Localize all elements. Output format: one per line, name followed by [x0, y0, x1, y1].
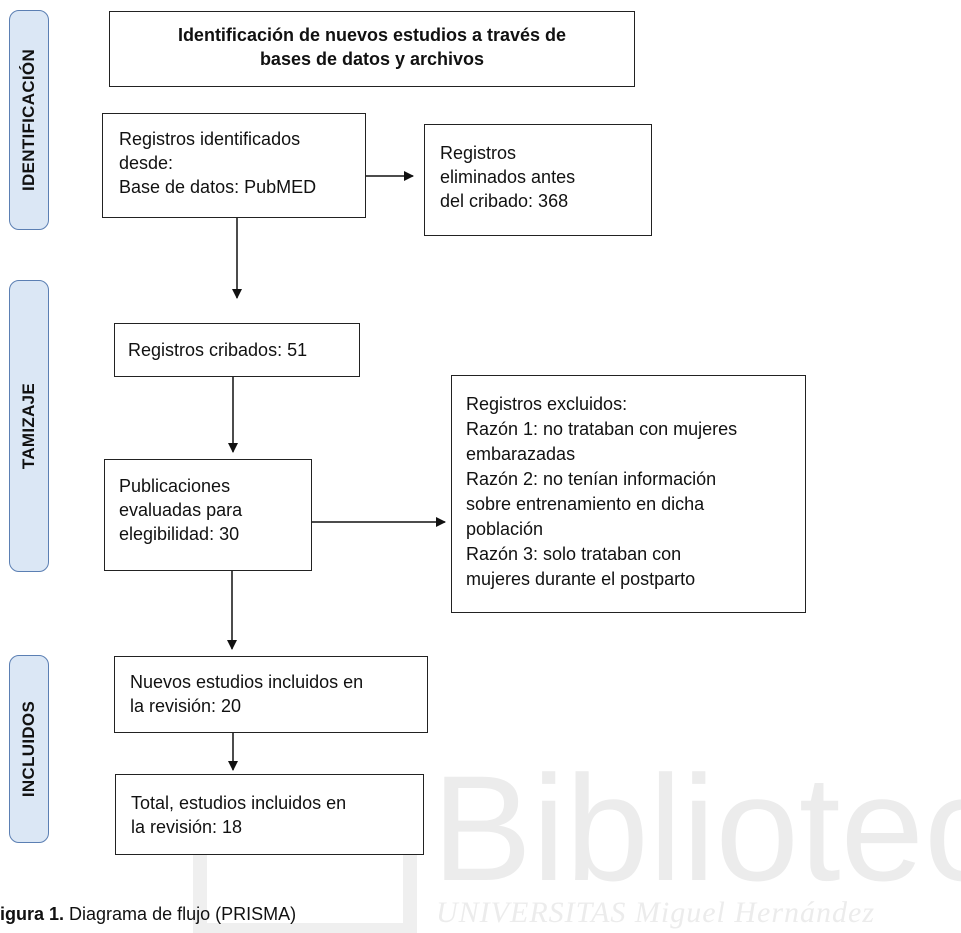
sidebar-identificacion: IDENTIFICACIÓN [9, 10, 49, 230]
caption-label: igura 1. [0, 904, 65, 924]
sidebar-incluidos: INCLUIDOS [9, 655, 49, 843]
watermark-subtitle: UNIVERSITAS Miguel Hernández [436, 896, 875, 929]
total-incluidos-box: Total, estudios incluidos en la revisión… [115, 774, 424, 855]
title-text: Identificación de nuevos estudios a trav… [177, 25, 567, 69]
nuevos-incluidos-box: Nuevos estudios incluidos en la revisión… [114, 656, 428, 733]
registros-excluidos-box: Registros excluidos: Razón 1: no trataba… [451, 375, 806, 613]
registros-identificados-box: Registros identificados desde: Base de d… [102, 113, 366, 218]
total-incluidos-text: Total, estudios incluidos en la revisión… [131, 793, 347, 837]
publicaciones-evaluadas-text: Publicaciones evaluadas para elegibilida… [119, 476, 243, 544]
watermark-title: Biblioteca [432, 744, 961, 912]
registros-excluidos-text: Registros excluidos: Razón 1: no trataba… [466, 394, 738, 589]
registros-eliminados-text: Registros eliminados antes del cribado: … [440, 143, 576, 211]
publicaciones-evaluadas-box: Publicaciones evaluadas para elegibilida… [104, 459, 312, 571]
figure-caption: igura 1. Diagrama de flujo (PRISMA) [0, 904, 296, 925]
registros-cribados-box: Registros cribados: 51 [114, 323, 360, 377]
title-box: Identificación de nuevos estudios a trav… [109, 11, 635, 87]
registros-eliminados-box: Registros eliminados antes del cribado: … [424, 124, 652, 236]
caption-text: Diagrama de flujo (PRISMA) [64, 904, 297, 924]
registros-cribados-text: Registros cribados: 51 [128, 340, 308, 360]
nuevos-incluidos-text: Nuevos estudios incluidos en la revisión… [130, 672, 364, 716]
sidebar-tamizaje: TAMIZAJE [9, 280, 49, 572]
registros-identificados-text: Registros identificados desde: Base de d… [119, 129, 317, 197]
